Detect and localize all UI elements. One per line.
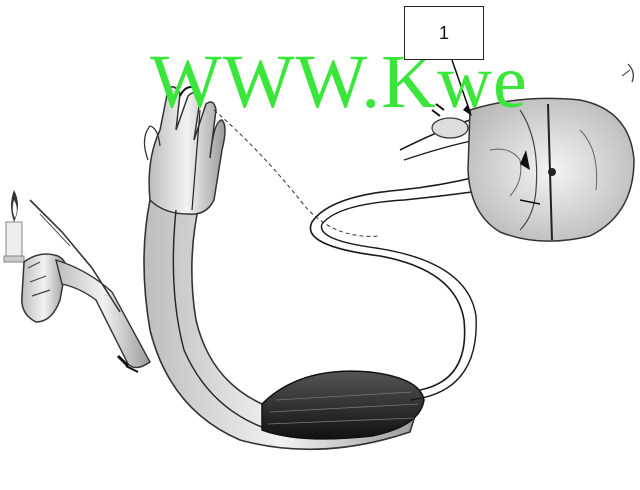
label-number: 1	[439, 23, 449, 44]
edge-marks	[622, 64, 633, 82]
spinal-cord-section	[432, 98, 634, 241]
candle-flame-icon	[4, 190, 24, 262]
left-hand-withdrawn	[22, 200, 150, 372]
label-box-1: 1	[404, 6, 484, 60]
nerve-pathways	[214, 110, 486, 400]
label-pointer	[452, 60, 472, 116]
